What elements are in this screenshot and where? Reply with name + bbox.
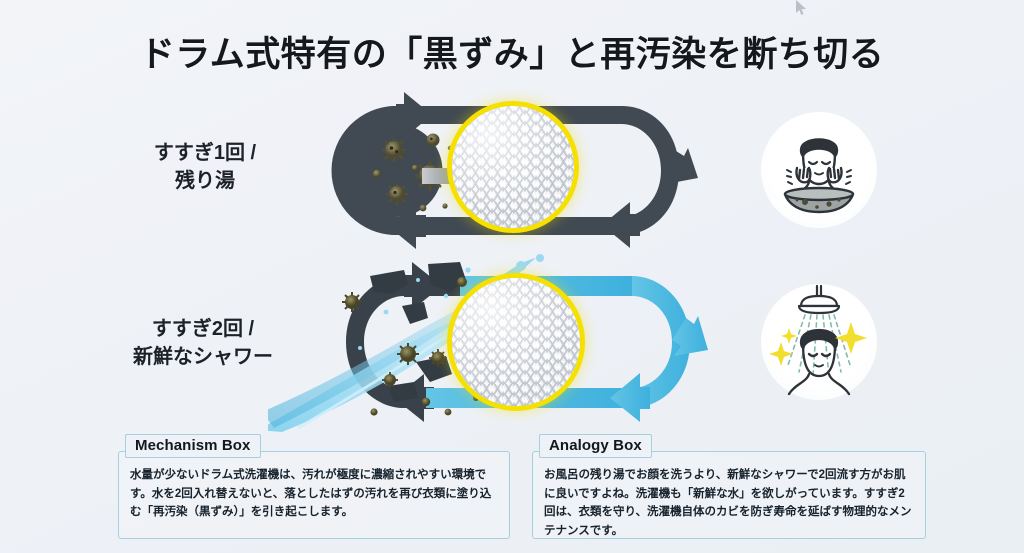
row-label-rinse-twice: すすぎ2回 / 新鮮なシャワー [88,315,318,372]
analogy-box: Analogy Box お風呂の残り湯でお顔を洗うより、新鮮なシャワーで2回流す… [532,434,926,539]
shower-clean-face-icon [761,284,877,400]
mechanism-box-tab: Mechanism Box [125,434,261,458]
row-label-line1: すすぎ1回 / [153,142,257,164]
analogy-box-body: お風呂の残り湯でお顔を洗うより、新鮮なシャワーで2回流す方がお肌に良いですよね。… [544,469,912,537]
face-washing-in-dirty-basin-icon [761,112,877,228]
fabric-weave-icon [452,278,580,406]
mechanism-box: Mechanism Box 水量が少ないドラム式洗濯機は、汚れが極度に濃縮されや… [118,434,510,539]
row-label-line2: 新鮮なシャワー [133,346,273,369]
row-label-rinse-once: すすぎ1回 / 残り湯 [90,139,320,196]
row-label-line2: 残り湯 [175,170,235,193]
mechanism-box-body: 水量が少ないドラム式洗濯機は、汚れが極度に濃縮されやすい環境です。水を2回入れ替… [130,469,492,519]
mouse-cursor-icon [796,0,806,15]
row-label-line1: すすぎ2回 / [151,318,255,340]
page-title: ドラム式特有の「黒ずみ」と再汚染を断ち切る [139,35,885,74]
analogy-box-tab: Analogy Box [539,434,652,458]
fabric-weave-icon [452,106,574,228]
